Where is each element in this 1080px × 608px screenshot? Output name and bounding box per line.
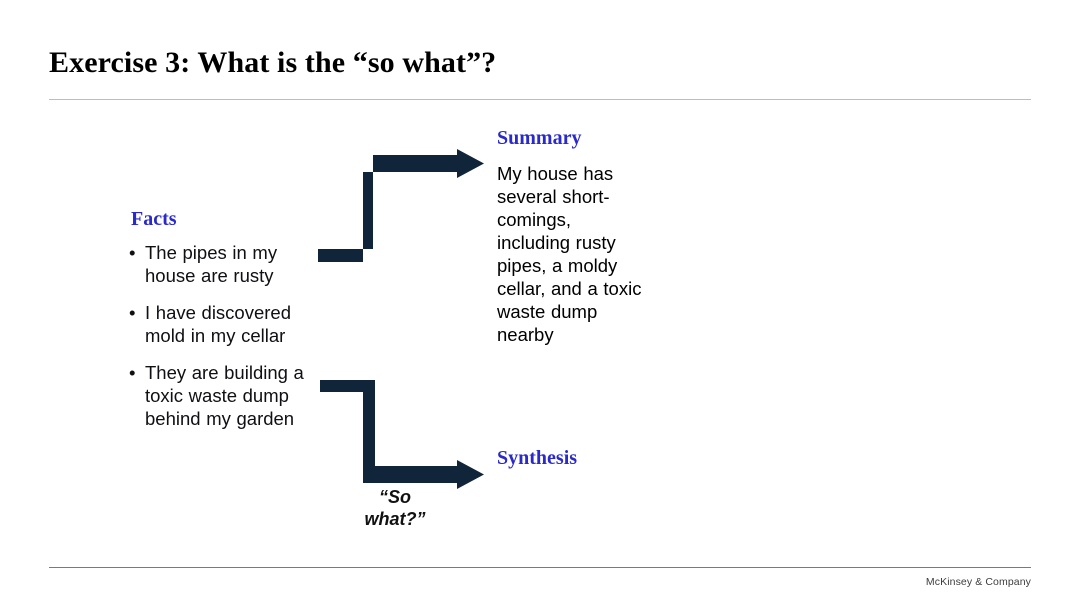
bullet-icon: • (129, 362, 136, 383)
facts-to-summary-arrow (318, 149, 484, 262)
list-item: • I have discovered mold in my cellar (126, 301, 326, 347)
synthesis-heading: Synthesis (497, 447, 578, 469)
list-item-label: They are building a toxic waste dump beh… (145, 362, 304, 429)
facts-to-synthesis-arrow (320, 380, 484, 489)
facts-list: • The pipes in my house are rusty • I ha… (126, 241, 326, 430)
list-item-label: I have discovered mold in my cellar (145, 302, 292, 346)
footer-brand-label: McKinsey & Company (925, 576, 1031, 588)
list-item: • The pipes in my house are rusty (126, 241, 326, 287)
list-item: • They are building a toxic waste dump b… (126, 361, 326, 430)
footer-divider (49, 567, 1031, 568)
title-divider (49, 99, 1031, 100)
page-title: Exercise 3: What is the “so what”? (49, 46, 497, 79)
facts-heading: Facts (131, 208, 177, 230)
summary-body-text: My house has several short-comings, incl… (497, 163, 642, 345)
bullet-icon: • (129, 302, 136, 323)
list-item-label: The pipes in my house are rusty (145, 242, 278, 286)
summary-heading: Summary (497, 127, 582, 149)
bullet-icon: • (129, 242, 136, 263)
so-what-annotation: “So what?” (364, 487, 426, 529)
